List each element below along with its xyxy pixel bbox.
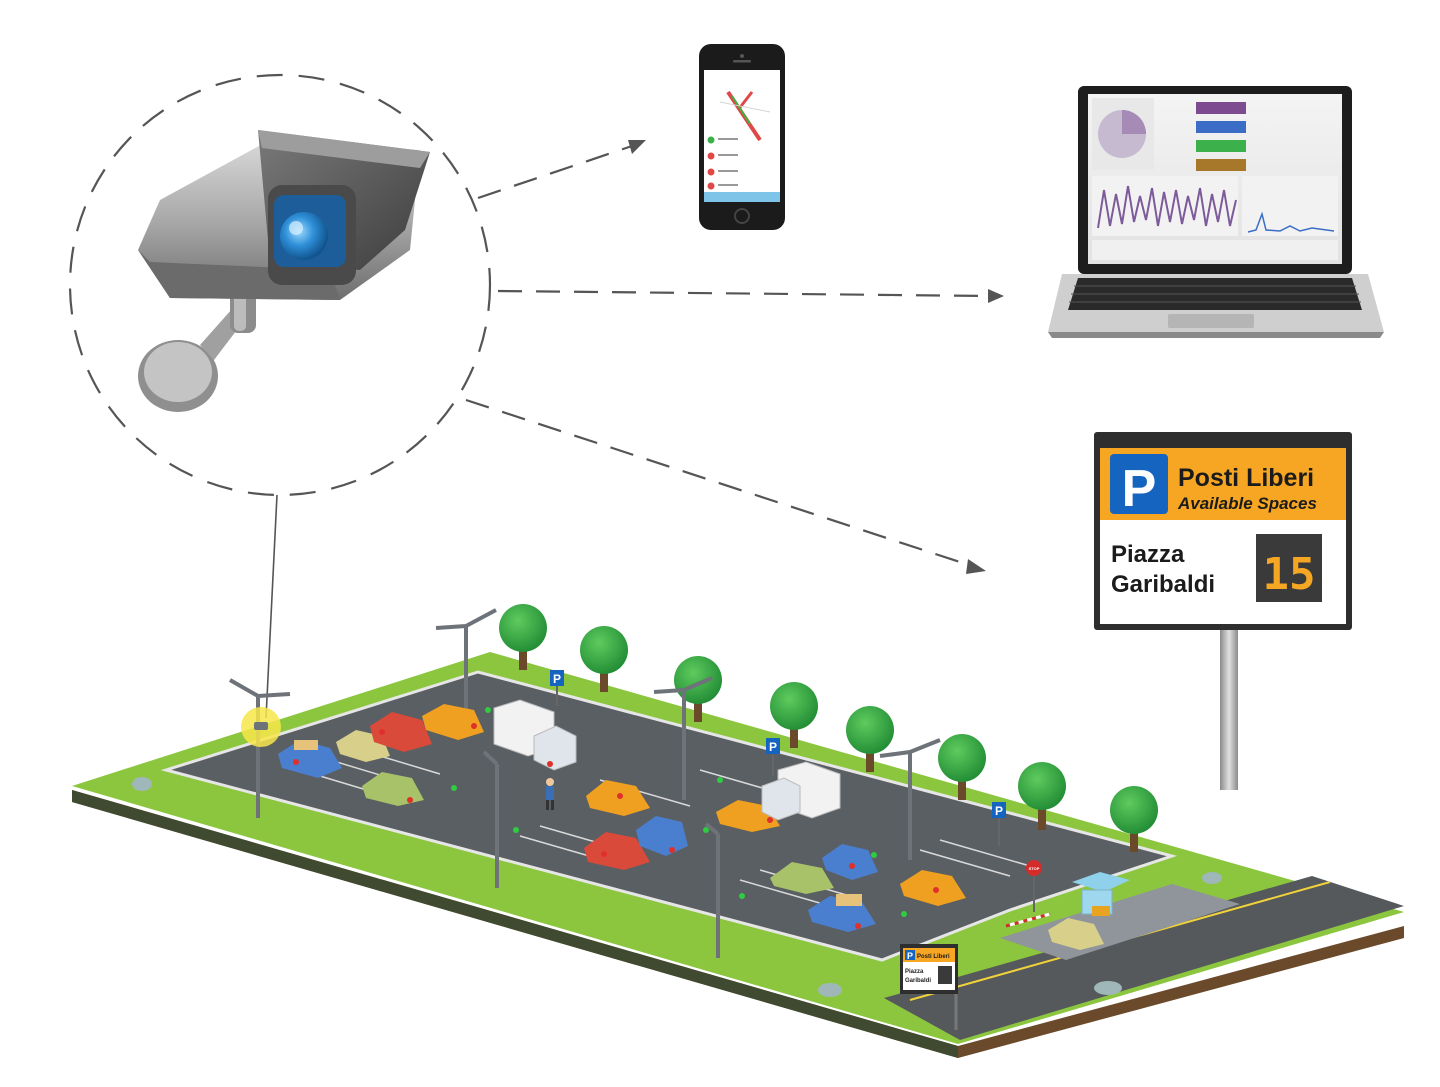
entry-barrier — [1005, 912, 1051, 928]
pedestrian — [546, 778, 554, 810]
small-parking-sign: P Posti Liberi Piazza Garibaldi — [900, 944, 958, 1030]
car — [808, 894, 876, 932]
sign-p-letter: P — [1122, 460, 1157, 518]
car — [900, 870, 966, 906]
arrowhead-phone — [628, 140, 646, 154]
truck — [493, 699, 577, 771]
stop-sign: STOP — [1026, 860, 1042, 912]
tree — [770, 682, 818, 748]
sign-location-line2: Garibaldi — [1111, 571, 1215, 598]
car — [1048, 918, 1104, 950]
cars — [278, 699, 1104, 950]
laptop-icon — [1048, 86, 1384, 338]
lot-camera-icon — [254, 722, 268, 730]
sign-location-line1: Piazza — [1111, 541, 1185, 568]
arrowheads — [628, 140, 1004, 574]
arrowhead-sign — [966, 559, 986, 574]
car — [822, 844, 878, 880]
car — [278, 740, 342, 778]
sign-pole — [1220, 624, 1238, 790]
cctv-camera-icon — [138, 130, 430, 412]
tree — [1018, 762, 1066, 830]
tree — [580, 626, 628, 692]
car — [422, 704, 484, 740]
small-sign-p-letter: P — [907, 951, 913, 961]
parking-marker-letter: P — [995, 804, 1003, 818]
car — [370, 712, 432, 752]
smartphone-icon — [699, 44, 785, 230]
tree — [938, 734, 986, 800]
rocks — [132, 777, 1222, 997]
parking-markers: P P P — [550, 670, 1006, 846]
sign-count: 15 — [1263, 549, 1316, 600]
car — [584, 832, 650, 870]
trees — [499, 604, 1158, 852]
connector-to-phone — [477, 144, 633, 200]
tree — [1110, 786, 1158, 852]
sign-title: Posti Liberi — [1178, 464, 1314, 492]
toll-booth — [1072, 872, 1130, 916]
tree — [846, 706, 894, 772]
tree — [499, 604, 547, 670]
car — [770, 862, 834, 894]
sign-subtitle: Available Spaces — [1177, 494, 1317, 513]
connectors — [68, 73, 993, 719]
car — [636, 816, 688, 856]
truck — [761, 761, 841, 821]
street-lamps — [229, 608, 941, 958]
connector-to-parking-camera — [265, 494, 278, 719]
parking-marker-letter: P — [769, 740, 777, 754]
arrowhead-laptop — [988, 289, 1004, 303]
camera-zoom-circle — [68, 73, 492, 497]
stop-sign-label: STOP — [1029, 866, 1040, 871]
road — [884, 876, 1404, 1040]
parking-availability-sign-icon: P Posti Liberi Available Spaces Piazza G… — [1094, 432, 1352, 790]
small-sign-location-line1: Piazza — [905, 969, 924, 975]
connector-to-sign — [465, 398, 973, 568]
sign-counter-panel — [1256, 534, 1322, 602]
small-sign-location-line2: Garibaldi — [905, 978, 931, 984]
parking-marker-letter: P — [553, 672, 561, 686]
small-sign-title: Posti Liberi — [917, 954, 950, 960]
connector-to-laptop — [497, 289, 993, 298]
